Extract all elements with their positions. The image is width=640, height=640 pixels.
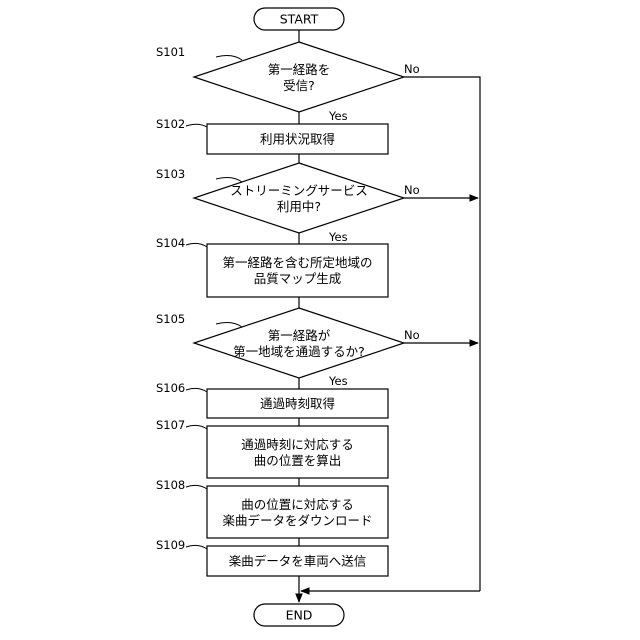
- s101-no-label: No: [404, 62, 420, 76]
- s107-step-label: S107: [156, 418, 185, 432]
- s101-text-line2: 受信?: [283, 78, 315, 93]
- s105-step-label: S105: [156, 312, 185, 326]
- s107-text-line2: 曲の位置を算出: [254, 453, 342, 468]
- decision-s101: [194, 42, 404, 112]
- start-label: START: [280, 12, 319, 27]
- s103-text-line2: 利用中?: [277, 199, 321, 214]
- s103-no-label: No: [404, 183, 420, 197]
- decision-s103: [194, 163, 404, 233]
- s104-text-line1: 第一経路を含む所定地域の: [222, 255, 372, 270]
- process-s108: [207, 486, 388, 538]
- s102-text: 利用状況取得: [260, 132, 335, 147]
- s104-step-label: S104: [156, 236, 185, 250]
- s105-text-line2: 第一地域を通過するか?: [233, 344, 365, 359]
- s108-text-line1: 曲の位置に対応する: [241, 497, 354, 512]
- s101-yes-label: Yes: [328, 109, 348, 123]
- s103-text-line1: ストリーミングサービス: [230, 183, 368, 198]
- s107-text-line1: 通過時刻に対応する: [241, 437, 354, 452]
- s103-step-label: S103: [156, 167, 185, 181]
- s101-text-line1: 第一経路を: [268, 62, 331, 77]
- s109-step-label: S109: [156, 538, 185, 552]
- s104-text-line2: 品質マップ生成: [254, 271, 342, 286]
- s109-text: 楽曲データを車両へ送信: [229, 554, 367, 569]
- s108-step-label: S108: [156, 478, 185, 492]
- end-label: END: [286, 608, 313, 623]
- s105-no-label: No: [404, 328, 420, 342]
- s105-text-line1: 第一経路が: [268, 328, 331, 343]
- s108-text-line2: 楽曲データをダウンロード: [222, 513, 372, 528]
- s106-text: 通過時刻取得: [260, 396, 335, 411]
- s106-step-label: S106: [156, 381, 185, 395]
- s102-step-label: S102: [156, 117, 185, 131]
- process-s107: [207, 426, 388, 478]
- s103-yes-label: Yes: [328, 230, 348, 244]
- s101-step-label: S101: [156, 45, 185, 59]
- decision-s105: [194, 308, 404, 378]
- s105-yes-label: Yes: [328, 374, 348, 388]
